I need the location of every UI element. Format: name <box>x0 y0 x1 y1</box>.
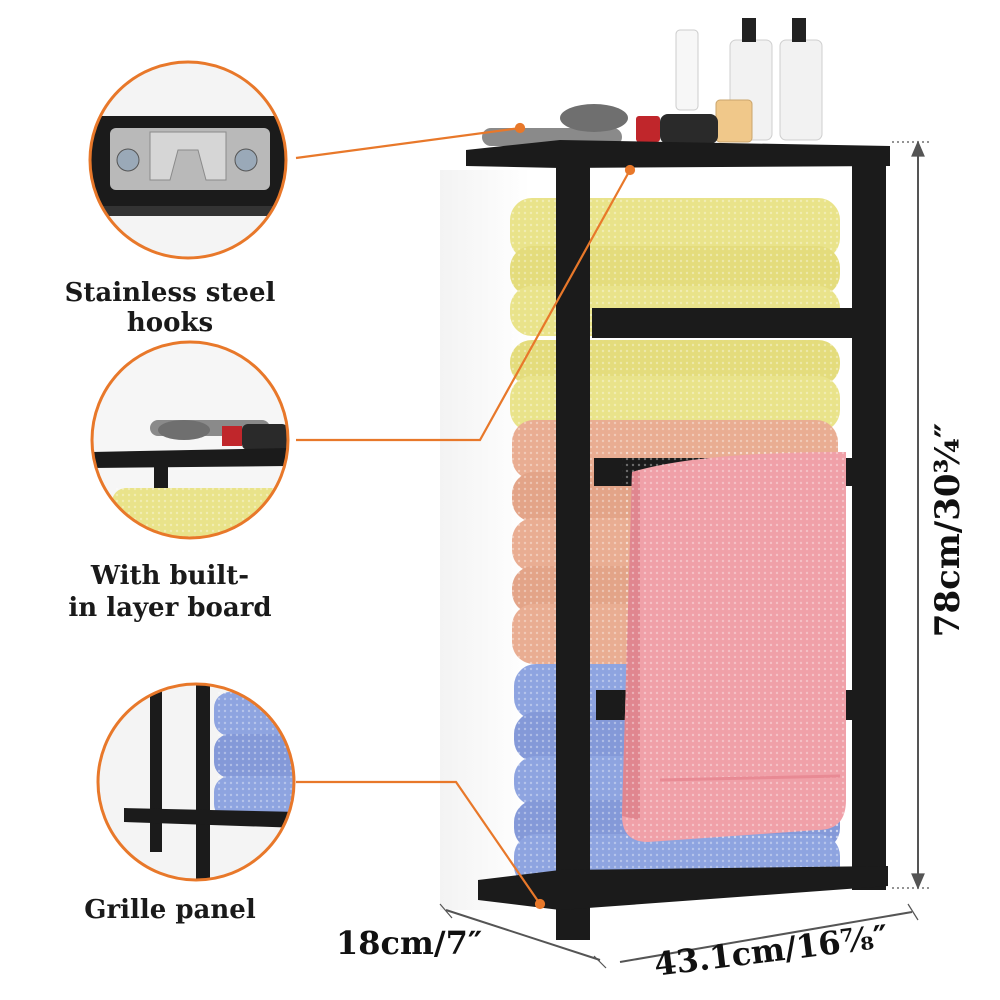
magnifier-circle-icon <box>90 340 290 540</box>
layer-board-label-line1: With built- <box>90 561 250 591</box>
height-dimension-label: 78cm/30³⁄₄″ <box>928 422 968 638</box>
hanging-towel-pink <box>622 452 846 842</box>
layer-board-label-line2: in layer board <box>68 593 272 624</box>
dimension-lines <box>439 140 932 969</box>
depth-dimension-label: 18cm/7″ <box>336 924 483 962</box>
magnifier-circle-icon <box>88 60 288 260</box>
magnifier-circle-icon <box>96 682 296 882</box>
hooks-callout-label: Stainless steel hooks <box>64 278 276 338</box>
callout-lines <box>295 122 636 910</box>
toiletries <box>482 18 823 146</box>
layer-board-callout-label: With built- in layer board <box>40 560 300 624</box>
grille-callout-label: Grille panel <box>84 895 256 925</box>
